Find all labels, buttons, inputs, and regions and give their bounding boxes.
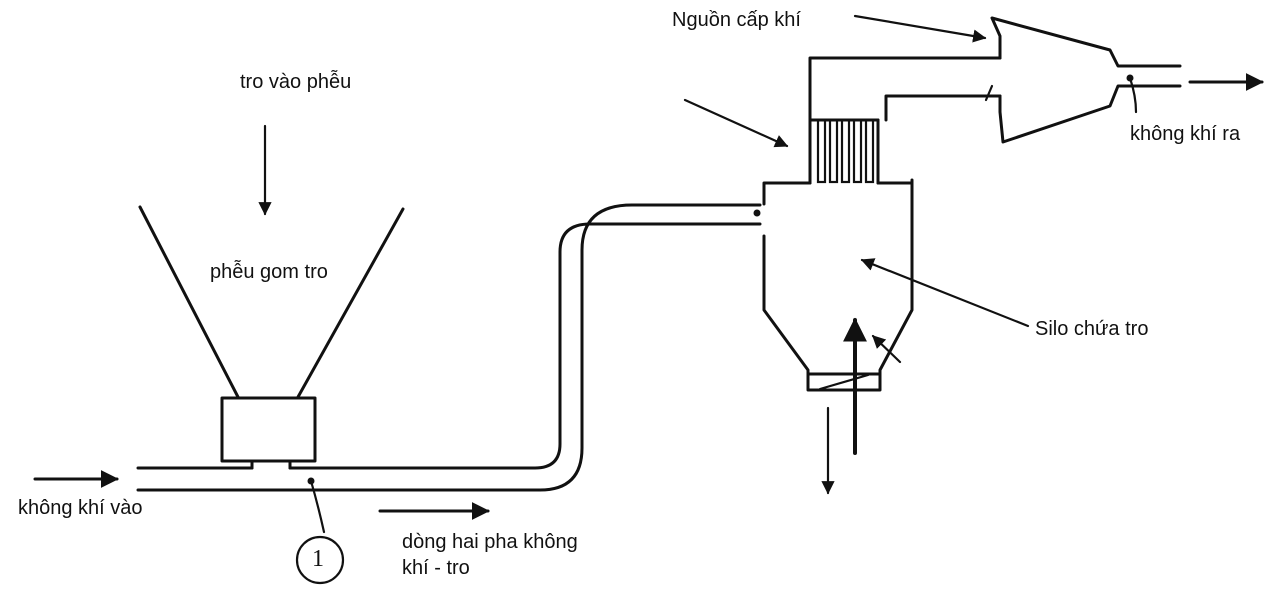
measurement-point	[295, 477, 345, 585]
arrow-silo-pointer	[860, 258, 1030, 328]
feeder-box	[220, 396, 317, 463]
air-supply-pipes	[808, 56, 1002, 122]
blower	[990, 16, 1182, 144]
conveying-pipe	[136, 203, 762, 492]
arrow-to-filter	[683, 98, 789, 148]
ash-hopper	[138, 205, 405, 399]
label-point-number: 1	[312, 546, 324, 572]
label-air-out: không khí ra	[1130, 123, 1241, 145]
label-two-phase-line1: dòng hai pha không	[402, 531, 578, 553]
label-ash-into-hopper: tro vào phễu	[240, 71, 352, 93]
label-ash-silo: Silo chứa tro	[1035, 318, 1149, 340]
label-air-supply: Nguồn cấp khí	[672, 9, 801, 31]
label-ash-hopper: phễu gom tro	[210, 261, 328, 283]
arrow-silo-side	[871, 334, 902, 364]
ash-silo	[762, 178, 914, 392]
filter-bags	[808, 118, 880, 185]
label-two-phase-line2: khí - tro	[402, 557, 470, 579]
arrow-air-supply	[853, 14, 987, 43]
label-air-in: không khí vào	[18, 497, 143, 519]
